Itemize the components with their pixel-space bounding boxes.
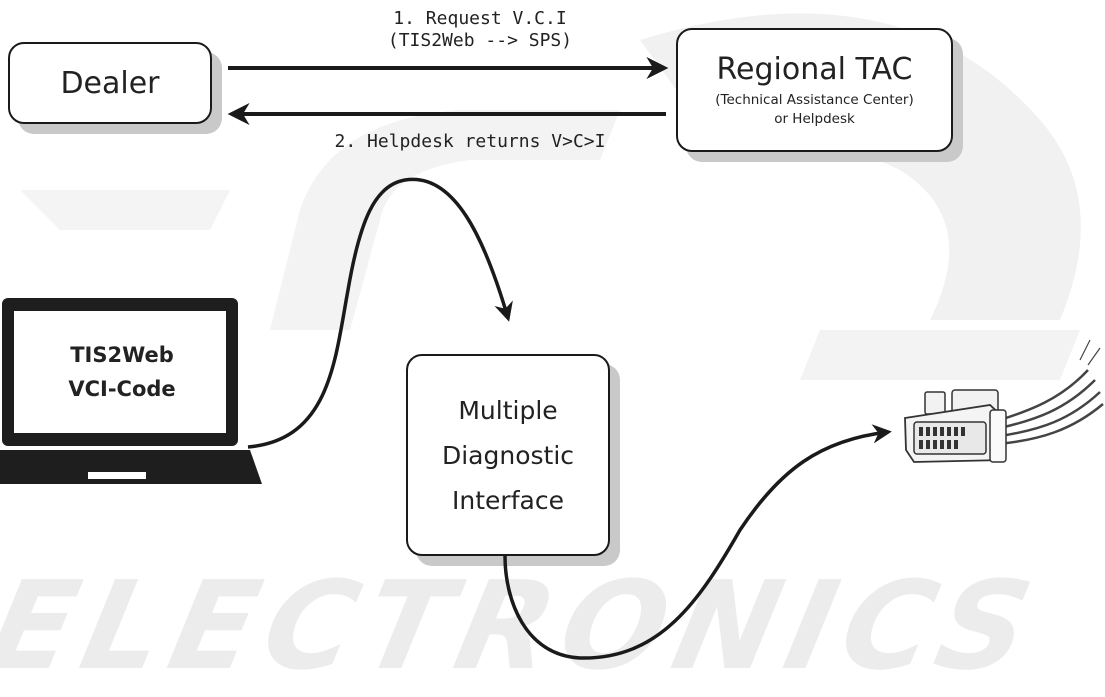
- laptop-screen-text: TIS2Web VCI-Code: [14, 338, 230, 406]
- request-label-line-2: (TIS2Web --> SPS): [387, 30, 573, 51]
- dealer-label: Dealer: [60, 65, 160, 101]
- laptop-line-1: TIS2Web: [70, 343, 174, 367]
- mdi-node: Multiple Diagnostic Interface: [406, 354, 610, 556]
- laptop-to-mdi-cable: [247, 177, 513, 449]
- obd-connector-icon: [904, 339, 1104, 463]
- mdi-line-3: Interface: [452, 485, 564, 515]
- mdi-line-2: Diagnostic: [441, 440, 575, 470]
- regional-tac-node: Regional TAC (Technical Assistance Cente…: [676, 28, 953, 152]
- diagram-graphics: [0, 57, 1104, 660]
- return-arrow-label: 2. Helpdesk returns V>C>I: [334, 131, 606, 152]
- tac-alt-label: or Helpdesk: [774, 111, 855, 127]
- laptop-icon: [0, 298, 262, 484]
- request-label-line-1: 1. Request V.C.I: [393, 8, 567, 29]
- mdi-to-connector-cable: [503, 424, 892, 660]
- mdi-line-1: Multiple: [458, 395, 558, 425]
- dealer-node: Dealer: [8, 42, 212, 124]
- laptop-line-2: VCI-Code: [68, 377, 176, 401]
- tac-title: Regional TAC: [716, 52, 913, 87]
- tac-subtitle: (Technical Assistance Center): [715, 92, 914, 108]
- request-arrow-label: 1. Request V.C.I (TIS2Web --> SPS): [320, 8, 640, 52]
